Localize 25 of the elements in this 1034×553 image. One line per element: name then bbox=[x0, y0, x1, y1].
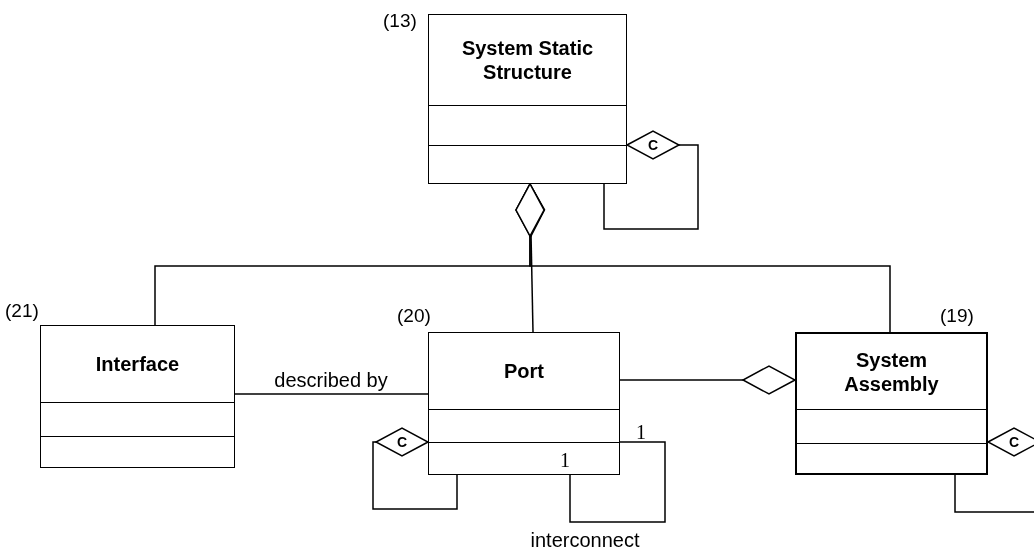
aggregation-line bbox=[515, 183, 891, 333]
aggregation-line bbox=[603, 130, 699, 230]
class-name: System Assembly bbox=[843, 347, 940, 396]
reference-number: (13) bbox=[383, 10, 417, 32]
class-name: Port bbox=[504, 359, 544, 383]
association-line bbox=[569, 441, 666, 523]
association-line bbox=[234, 393, 429, 395]
aggregation-line bbox=[372, 427, 458, 510]
class-box bbox=[428, 14, 627, 184]
reference-number: (20) bbox=[397, 305, 431, 327]
multiplicity-label: 1 bbox=[560, 450, 570, 470]
aggregation-line bbox=[954, 427, 1034, 513]
reference-number: (19) bbox=[940, 305, 974, 327]
class-name: Interface bbox=[95, 352, 180, 376]
composition-marker-label: C bbox=[396, 434, 408, 450]
class-box bbox=[428, 332, 620, 475]
composition-marker-label: C bbox=[647, 137, 659, 153]
edge-label: described by bbox=[274, 369, 388, 391]
aggregation-line bbox=[619, 365, 796, 395]
composition-marker-label: C bbox=[1008, 434, 1020, 450]
class-box bbox=[795, 332, 988, 475]
class-box bbox=[40, 325, 235, 468]
multiplicity-label: 1 bbox=[636, 422, 646, 442]
class-name: System Static Structure bbox=[460, 36, 595, 84]
reference-number: (21) bbox=[5, 300, 39, 322]
